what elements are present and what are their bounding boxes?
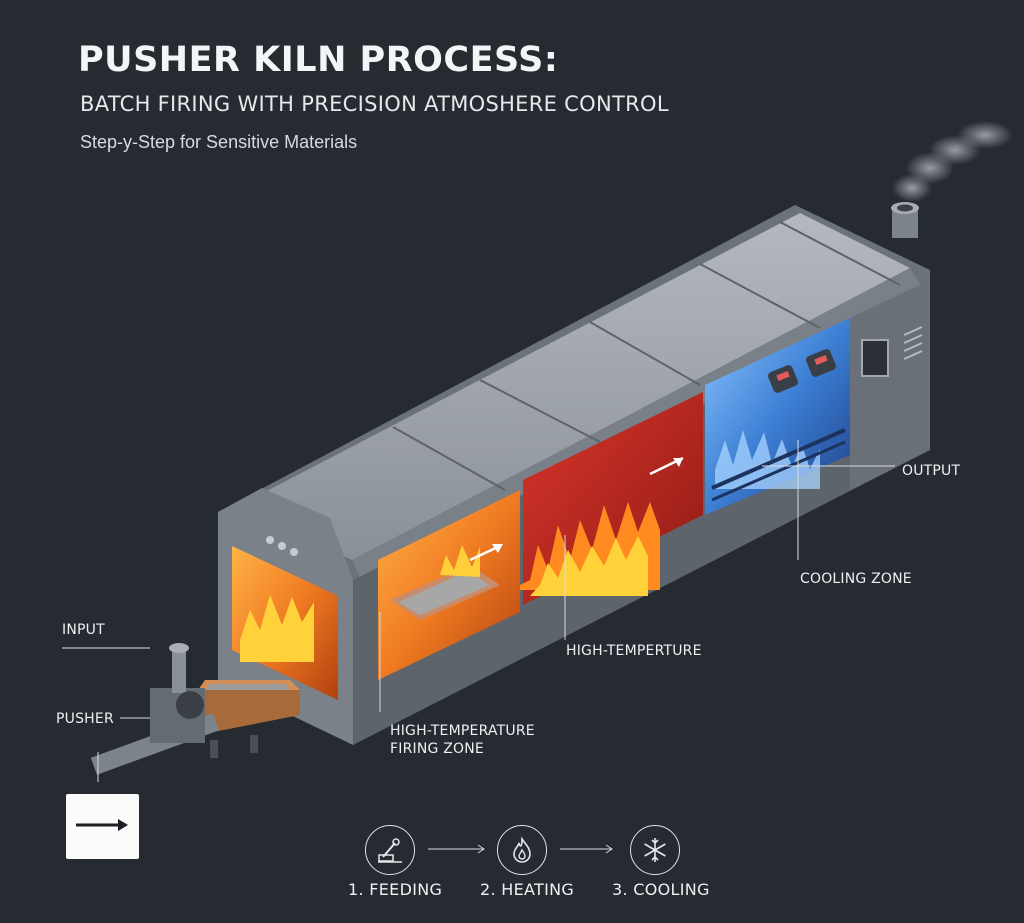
cooling-zone-label: COOLING ZONE [800,571,912,587]
chimney [891,202,919,238]
input-arrow-box [66,794,139,859]
input-label: INPUT [62,622,105,638]
pusher-mechanism [90,643,300,775]
flame-icon [497,825,547,875]
step-arrows [428,844,613,854]
page-title: PUSHER KILN PROCESS: [78,40,559,80]
snowflake-icon [630,825,680,875]
output-label: OUTPUT [902,463,961,479]
leader-lines [62,440,895,782]
high-temp-chamber [510,392,703,605]
step-label-cooling: 3. COOLING [612,880,710,899]
chimney-smoke [892,121,1013,202]
feeding-icon [365,825,415,875]
arrow-right-icon [76,819,128,831]
pusher-label: PUSHER [56,711,114,727]
high-temp-label: HIGH-TEMPERTURE [566,643,702,659]
firing-zone-chamber [378,490,520,680]
firing-zone-label-line2: FIRING ZONE [390,741,484,757]
step-label-feeding: 1. FEEDING [348,880,443,899]
step-label-heating: 2. HEATING [480,880,575,899]
page-subtitle: BATCH FIRING WITH PRECISION ATMOSHERE CO… [80,92,669,116]
page-caption: Step-y-Step for Sensitive Materials [80,132,358,152]
firing-zone-label: HIGH-TEMPERATURE FIRING ZONE [390,722,535,758]
firing-zone-label-line1: HIGH-TEMPERATURE [390,723,535,739]
kiln-end-panel [850,280,930,490]
